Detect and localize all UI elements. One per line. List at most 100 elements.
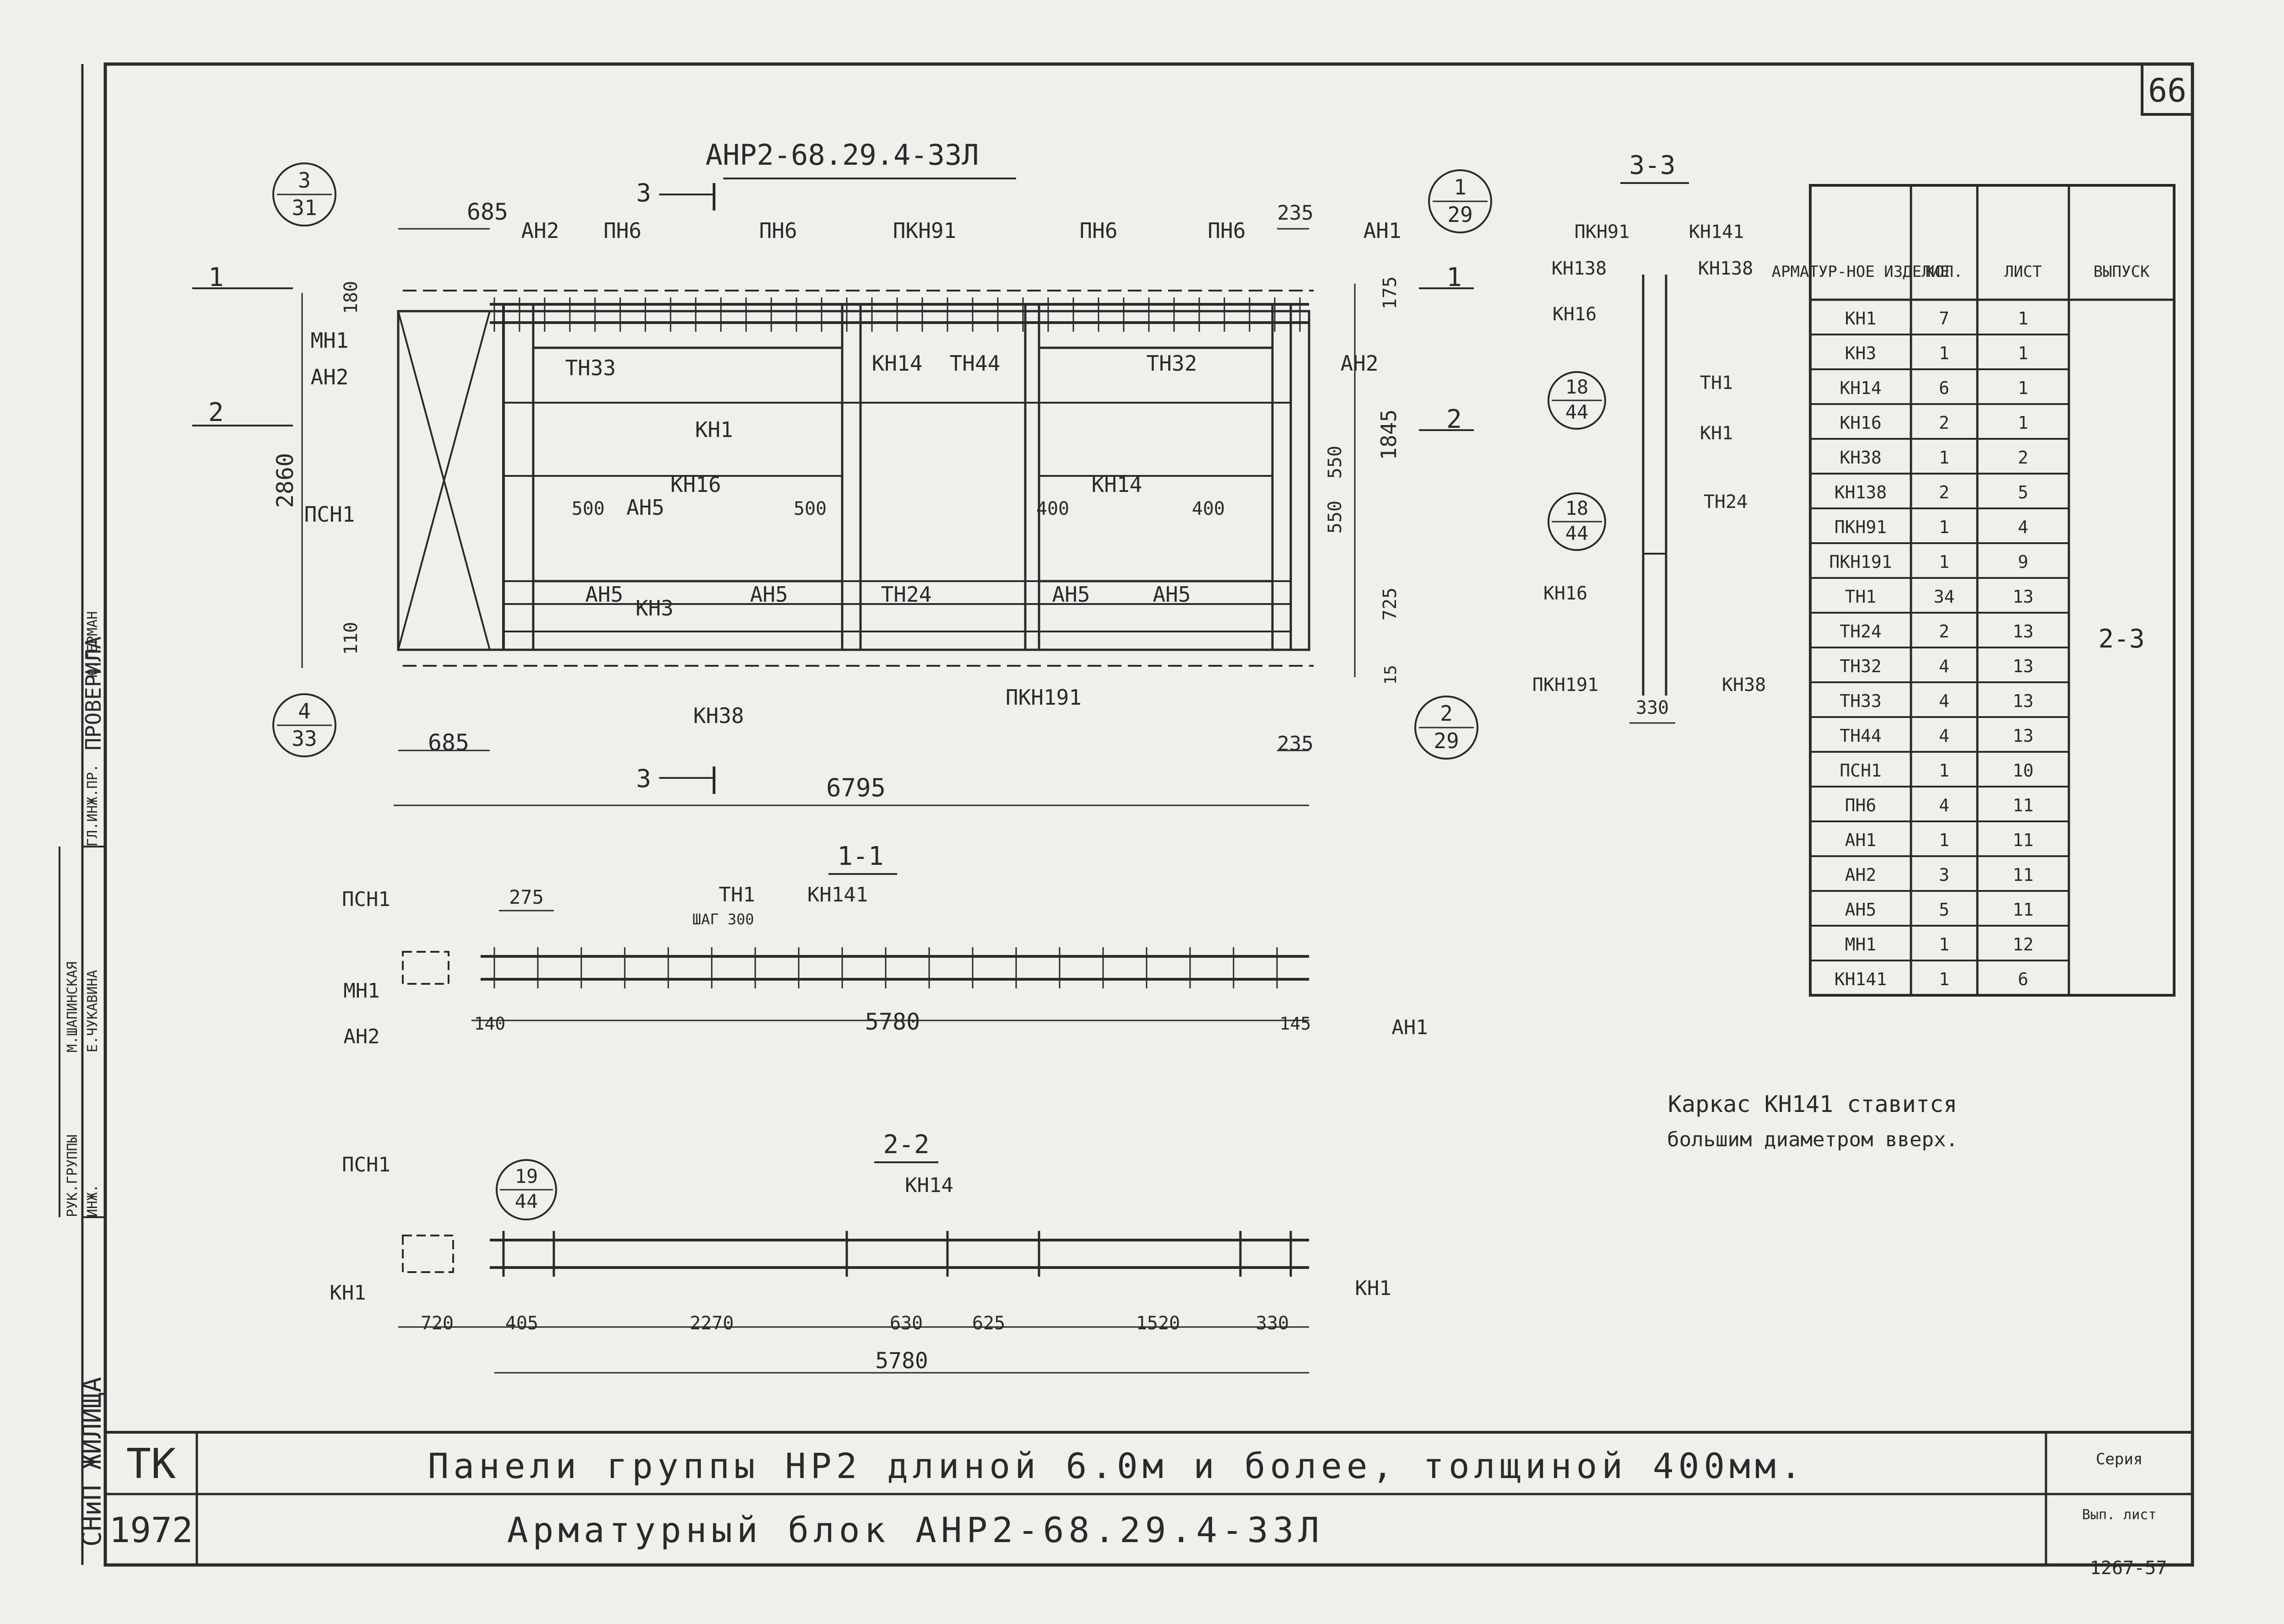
table-cell: ПКН191: [1829, 552, 1892, 572]
table-cell: 1: [1939, 343, 1949, 363]
part-label: ТН32: [1147, 351, 1197, 376]
table-cell: 1: [2018, 308, 2029, 329]
part-label: ПКН91: [1575, 221, 1629, 243]
dim-label: 110: [341, 622, 362, 655]
table-cell: 1: [2018, 378, 2029, 398]
callout-circle: 18 44: [1548, 492, 1606, 551]
dim-label: 180: [341, 281, 362, 314]
table-cell: КН14: [1840, 378, 1882, 398]
table-cell: 13: [2013, 621, 2034, 642]
part-label: КН1: [1700, 423, 1733, 444]
dim-label: 685: [467, 199, 508, 225]
table-cell: АН1: [1845, 830, 1877, 850]
table-cell: 1: [1939, 830, 1949, 850]
part-label: КН1: [1355, 1277, 1391, 1300]
table-cell: ТН32: [1840, 656, 1882, 676]
table-cell: ТН24: [1840, 621, 1882, 642]
table-cell: 4: [1939, 726, 1949, 746]
panel-outline: [397, 310, 1310, 651]
part-label: АН5: [1052, 582, 1090, 607]
table-cell: 2: [2018, 448, 2029, 468]
part-label: ТН33: [565, 356, 616, 380]
callout-top: 18: [1565, 376, 1589, 398]
table-cell: ТН33: [1840, 691, 1882, 711]
part-label: АН5: [585, 582, 623, 607]
table-cell: ПКН91: [1835, 517, 1887, 537]
part-label: ПСН1: [342, 888, 390, 911]
callout-circle: 18 44: [1548, 371, 1606, 430]
table-cell: КН16: [1840, 413, 1882, 433]
sidebar-title: ПРОВЕРИЛА: [81, 637, 106, 750]
section-2-2: 2-2 КН14 19 44 720 405 2270 630 625 1520…: [330, 1130, 1391, 1374]
dim-label: 145: [1280, 1014, 1311, 1034]
dim-label: 500: [794, 498, 827, 519]
callout-circle: 19 44: [496, 1159, 557, 1220]
sidebar: ПРОВЕРИЛА РУК.ГРУППЫ ИНЖ. ГЛ.ИНЖ.ПР. М.Ш…: [59, 64, 107, 1565]
part-label: КН138: [1698, 258, 1753, 279]
section-subtitle: КН14: [905, 1174, 953, 1197]
cut-mark: 3: [636, 764, 651, 793]
table-header: КОЛ.: [1926, 263, 1963, 281]
part-label: КН1: [330, 1281, 366, 1305]
part-label: АН2: [343, 1025, 379, 1048]
tb-line1: Панели группы НР2 длиной 6.0м и более, т…: [428, 1446, 1806, 1486]
table-cell: 2: [1939, 621, 1949, 642]
dim-label: 5780: [865, 1009, 920, 1035]
dim-label: 275: [509, 886, 544, 908]
table-cell: КН1: [1845, 308, 1877, 329]
table-cell: 13: [2013, 726, 2034, 746]
table-cell: КН3: [1845, 343, 1877, 363]
part-label: КН16: [671, 472, 721, 497]
part-label: ШАГ 300: [693, 911, 754, 928]
part-label: АН5: [626, 495, 664, 520]
table-cell: 11: [2013, 865, 2034, 885]
table-cell: 34: [1934, 587, 1955, 607]
part-label: ТН24: [1704, 491, 1748, 513]
part-label: КН1: [695, 417, 733, 442]
callout-circle: 4 33: [272, 693, 336, 757]
callout-top: 3: [298, 168, 311, 193]
callout-bottom: 44: [1565, 522, 1589, 545]
part-label: ТН1: [719, 883, 755, 906]
callout-bottom: 44: [515, 1190, 538, 1213]
table-cell: 4: [1939, 691, 1949, 711]
dim-label: 625: [972, 1313, 1005, 1334]
table-cell: 1: [2018, 343, 2029, 363]
dim-label: 550: [1325, 501, 1346, 534]
table-cell: ПН6: [1845, 795, 1877, 815]
dim-label: 720: [421, 1313, 454, 1334]
table-cell: 4: [1939, 795, 1949, 815]
note-line: большим диаметром вверх.: [1667, 1128, 1958, 1151]
tb-org: ТК: [126, 1440, 176, 1488]
main-plan-drawing: АНР2-68.29.4-33Л: [192, 138, 1492, 806]
part-label: АН2: [1340, 351, 1378, 376]
dim-label: 400: [1036, 498, 1069, 519]
page-number: 66: [2148, 72, 2187, 109]
table-cell: 10: [2013, 761, 2034, 781]
sidebar-name: Е.ЧУКАВИНА: [85, 970, 101, 1052]
table-cell: 11: [2013, 900, 2034, 920]
part-label: ПКН191: [1006, 685, 1082, 710]
sidebar-role: ГЛ.ИНЖ.ПР.: [85, 764, 101, 847]
table-cell: ТН1: [1845, 587, 1877, 607]
dim-label: 235: [1277, 732, 1313, 755]
part-label: КН141: [1689, 221, 1744, 243]
table-cell: КН38: [1840, 448, 1882, 468]
sidebar-name: Ю.ГЕРМАН: [85, 611, 101, 678]
table-cell: 2: [1939, 413, 1949, 433]
table-cell: 13: [2013, 587, 2034, 607]
sidebar-role: ИНЖ.: [85, 1184, 101, 1217]
callout-top: 1: [1454, 175, 1467, 200]
part-label: КН141: [807, 883, 868, 906]
table-cell: 1: [1939, 517, 1949, 537]
part-label: ТН1: [1700, 372, 1733, 394]
title-block: ТК 1972 Панели группы НР2 длиной 6.0м и …: [104, 1431, 2194, 1579]
table-cell: 5: [2018, 482, 2029, 502]
part-label: ПН6: [603, 218, 641, 243]
table-cell: 1: [1939, 761, 1949, 781]
part-label: АН1: [1363, 218, 1401, 243]
part-label: ПН6: [1079, 218, 1117, 243]
callout-circle: 3 31: [272, 162, 336, 227]
table-header: ЛИСТ: [2004, 263, 2042, 281]
